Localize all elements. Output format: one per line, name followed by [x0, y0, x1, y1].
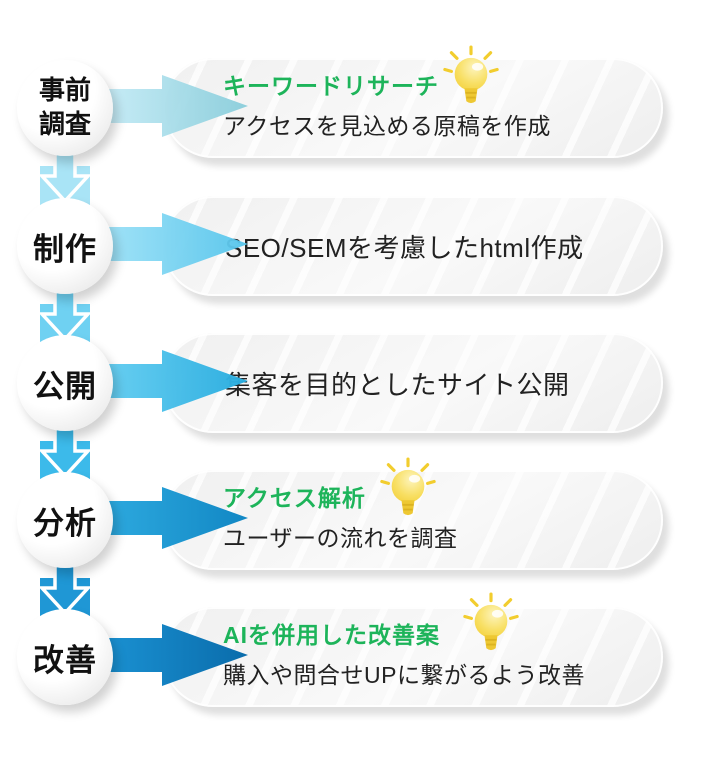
step-label-circle: 公開: [17, 335, 113, 431]
step-heading: AIを併用した改善案: [223, 622, 440, 648]
step-box: アクセス解析 ユーザーの流れを調査: [163, 470, 663, 570]
right-arrow-icon: [98, 487, 248, 549]
step-label-circle: 分析: [17, 472, 113, 568]
step-label: 事前 調査: [38, 75, 91, 139]
flow-step-5: AIを併用した改善案 購入や問合せUPに繋がるよう改善 改善: [0, 607, 703, 707]
flow-step-2: SEO/SEMを考慮したhtml作成 制作: [0, 196, 703, 348]
step-box: キーワードリサーチ アクセスを見込める原稿を作成: [163, 58, 663, 158]
right-arrow-icon: [98, 350, 248, 412]
step-description: 集客を目的としたサイト公開: [225, 369, 570, 400]
step-label: 分析: [33, 505, 97, 541]
step-label-circle: 事前 調査: [17, 60, 113, 156]
step-description: 購入や問合せUPに繋がるよう改善: [223, 661, 585, 688]
right-arrow-icon: [98, 624, 248, 686]
step-description: アクセスを見込める原稿を作成: [223, 112, 551, 139]
step-label: 制作: [33, 231, 97, 267]
flow-step-1: キーワードリサーチ アクセスを見込める原稿を作成 事前 調査: [0, 58, 703, 210]
step-box: 集客を目的としたサイト公開: [163, 333, 663, 433]
right-arrow-icon: [98, 213, 248, 275]
step-description: SEO/SEMを考慮したhtml作成: [225, 232, 584, 263]
flow-step-3: 集客を目的としたサイト公開 公開: [0, 333, 703, 485]
step-label: 公開: [33, 368, 97, 404]
lightbulb-icon: [443, 45, 499, 109]
step-box: AIを併用した改善案 購入や問合せUPに繋がるよう改善: [163, 607, 663, 707]
step-label: 改善: [33, 642, 97, 678]
lightbulb-icon: [463, 592, 519, 656]
step-box: SEO/SEMを考慮したhtml作成: [163, 196, 663, 296]
step-description: ユーザーの流れを調査: [223, 524, 458, 551]
step-label-circle: 改善: [17, 609, 113, 705]
step-label-circle: 制作: [17, 198, 113, 294]
step-heading: キーワードリサーチ: [223, 73, 439, 99]
step-heading: アクセス解析: [223, 485, 366, 511]
flow-step-4: アクセス解析 ユーザーの流れを調査 分析: [0, 470, 703, 622]
right-arrow-icon: [98, 75, 248, 137]
lightbulb-icon: [380, 457, 436, 521]
